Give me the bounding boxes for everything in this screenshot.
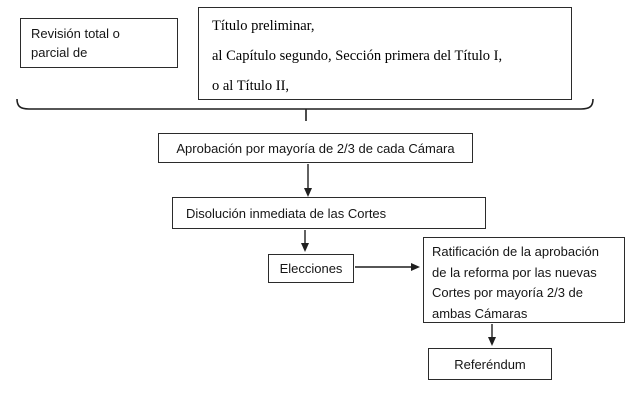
box-revision-total-o-parcial: Revisión total o parcial de — [20, 18, 178, 68]
box-titulos-line-3: o al Título II, — [212, 78, 290, 94]
arrow-aprobacion-to-disolucion — [304, 164, 312, 197]
arrow-ratificacion-to-referendum — [488, 324, 496, 346]
box-ratificacion-line-1: Ratificación de la aprobación — [432, 244, 599, 259]
box-titulos-line-1: Título preliminar, — [212, 18, 315, 34]
box-titulos-line-2: al Capítulo segundo, Sección primera del… — [212, 48, 503, 64]
box-titulos-afectados: Título preliminar, al Capítulo segundo, … — [198, 7, 572, 100]
box-referendum: Referéndum — [428, 348, 552, 380]
box-revision-line-1: Revisión total o — [31, 26, 120, 41]
box-revision-line-2: parcial de — [31, 45, 88, 60]
box-referendum-label: Referéndum — [454, 356, 526, 372]
box-ratificacion-line-4: ambas Cámaras — [432, 305, 528, 321]
box-elecciones-label: Elecciones — [279, 261, 343, 276]
box-ratificacion-line-2: de la reforma por las nuevas — [432, 264, 597, 280]
box-aprobacion-mayoria: Aprobación por mayoría de 2/3 de cada Cá… — [158, 133, 473, 163]
arrow-disolucion-to-elecciones — [301, 230, 309, 252]
box-ratificacion-line-3: Cortes por mayoría 2/3 de — [432, 285, 584, 300]
box-elecciones: Elecciones — [268, 254, 354, 283]
box-disolucion-cortes: Disolución inmediata de las Cortes — [172, 197, 486, 229]
arrow-elecciones-to-ratificacion — [355, 263, 420, 271]
box-ratificacion-reforma: Ratificación de la aprobación de la refo… — [423, 237, 625, 323]
box-aprobacion-label: Aprobación por mayoría de 2/3 de cada Cá… — [176, 140, 455, 156]
box-disolucion-label: Disolución inmediata de las Cortes — [186, 205, 387, 221]
